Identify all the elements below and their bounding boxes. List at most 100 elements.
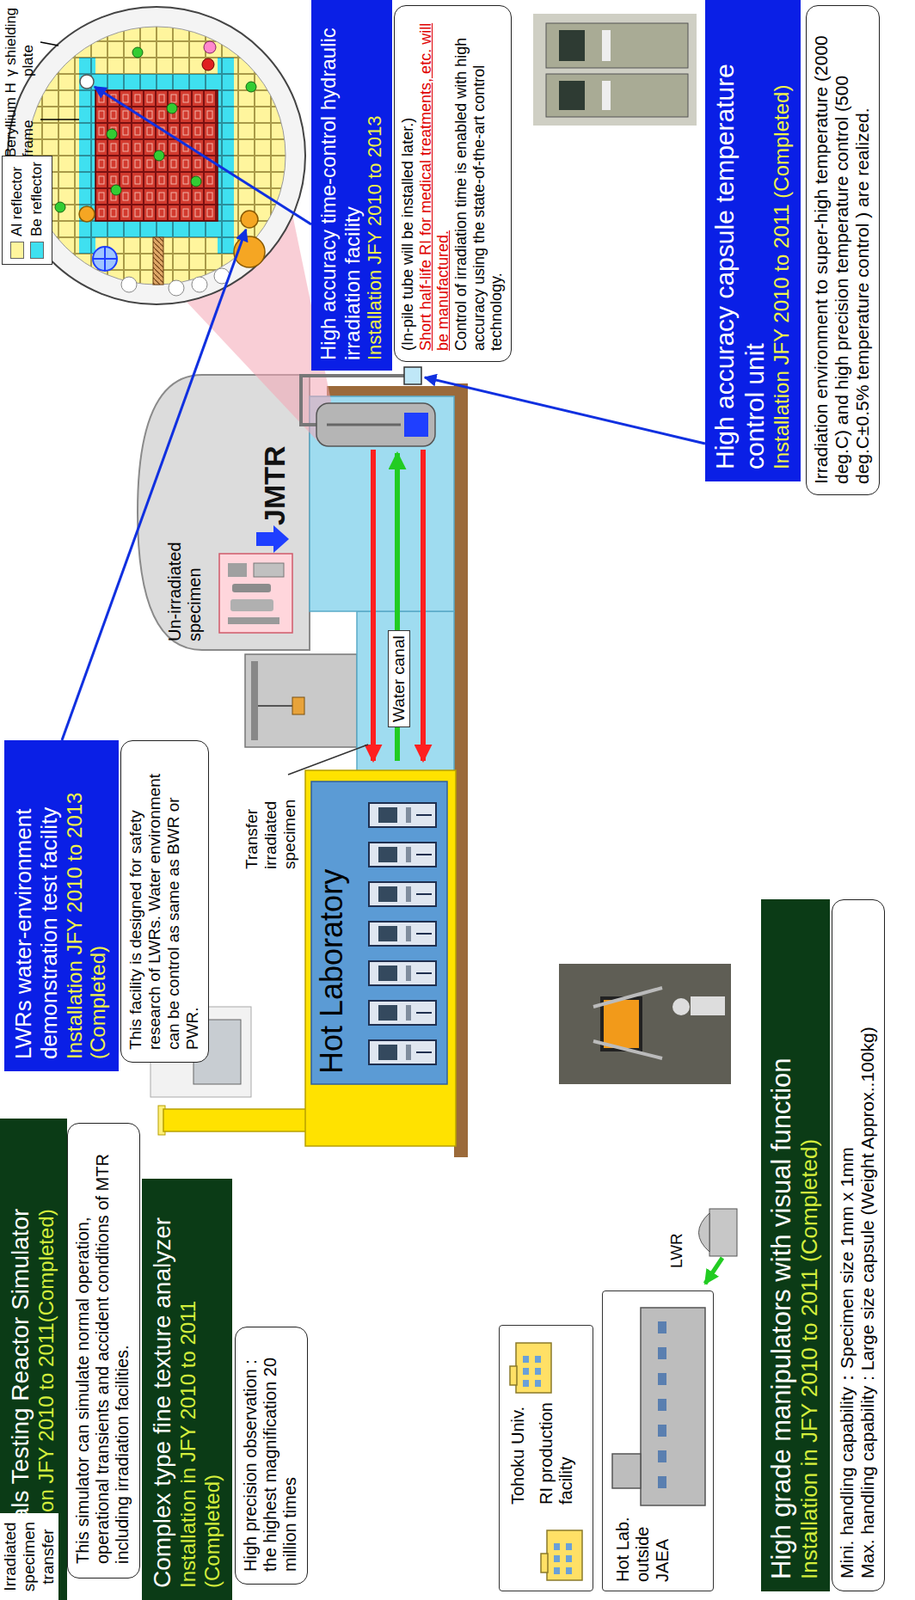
title-band: High grade manipulators with visual func… (761, 899, 830, 1592)
core-map-part (191, 276, 208, 293)
reactor-vessel-part (316, 403, 436, 447)
core-map-part (106, 128, 117, 140)
hot-laboratory-building-part (368, 1000, 437, 1026)
specimen-picture-part (230, 599, 274, 612)
note-box: (In-pile tube will be installed later.)S… (393, 5, 512, 363)
manipulator-photo-part (558, 964, 731, 1085)
core-map-part (92, 246, 117, 271)
legend-row: Al reflector (8, 161, 26, 259)
box-text: Hot Lab. outside JAEA (613, 1510, 673, 1583)
box-subtext: Installation JFY 2010 to 2013 (363, 8, 386, 361)
note-box: High precision observation : the highest… (234, 1326, 308, 1585)
reactor-vessel-part (404, 412, 429, 437)
specimen-picture-part (253, 563, 284, 578)
edge-label: Irradiated specimen transfer (0, 1513, 59, 1600)
building-icon-part (657, 1399, 667, 1412)
core-map-part (79, 74, 94, 89)
building-icon-part (657, 1347, 667, 1360)
building-icon-part (657, 1373, 667, 1386)
box-text: Mini. handling capability：Specimen size … (836, 910, 858, 1579)
hot-laboratory-building-part (368, 1040, 437, 1065)
box-subtext: Control of irradiation time is enabled w… (452, 14, 506, 351)
core-map-part (240, 210, 258, 228)
box-subtext: Installation JFY 2010 to 2013 (Completed… (62, 750, 111, 1060)
core-map-part (79, 73, 234, 91)
reactor-vessel-part (404, 367, 422, 385)
flow-label: Water canal (387, 630, 411, 728)
water-canal-part (309, 396, 455, 612)
leader-line-part (288, 744, 369, 775)
ground-part (326, 386, 468, 397)
part-label: γ shielding plate (2, 2, 37, 77)
core-map-part (132, 47, 143, 58)
note-box: Irradiation environment to super-high te… (805, 5, 880, 496)
box-text: Hot Laboratory (313, 777, 350, 1075)
legend-box: Al reflectorBe reflector (1, 155, 53, 265)
box-subtext: Max. handling capability : Large size ca… (857, 910, 879, 1579)
note-box: This facility is designed for safety res… (120, 740, 209, 1063)
specimen-picture (219, 525, 293, 633)
building-icon-part (612, 1454, 641, 1489)
facility-name: JMTR (257, 445, 292, 526)
control-unit-photo (533, 13, 697, 126)
hot-laboratory-building-part (368, 803, 437, 828)
hot-laboratory-building-part (163, 1109, 308, 1132)
canal-building-part (251, 661, 258, 741)
legend-swatch (10, 241, 25, 259)
building-icon-part (709, 1209, 737, 1257)
canal-building-part (257, 705, 293, 707)
box-text: High accuracy time-control hydraulic irr… (316, 8, 364, 361)
specimen-picture-part (219, 553, 293, 633)
specimen-picture-part (232, 583, 271, 593)
legend-text: Be reflector (28, 161, 46, 237)
building-icon-part (657, 1424, 667, 1437)
building-icon-part (657, 1321, 667, 1334)
building-icon-part (640, 1308, 706, 1506)
control-unit-photo-part (558, 80, 585, 111)
hot-laboratory-building-part (368, 961, 437, 986)
legend-swatch (30, 241, 44, 259)
manipulator-photo-part (593, 1041, 663, 1059)
leader-line-part (40, 42, 59, 46)
hot-laboratory-building-part (368, 882, 437, 907)
building-icon-part (705, 1258, 723, 1284)
manipulator-photo-part (690, 996, 725, 1016)
building: Hot Laboratory (305, 770, 456, 1147)
control-unit-photo-part (546, 23, 688, 68)
control-unit-photo-part (601, 80, 611, 111)
specimen-picture-part (227, 617, 280, 625)
reactor-vessel (300, 367, 436, 447)
building-icon-part (657, 1476, 667, 1489)
building-icon-part (540, 1530, 583, 1581)
box-subtext: Short half-life RI for medical treatment… (417, 14, 453, 351)
reactor-building (137, 374, 310, 651)
facility-box: High accuracy capsule temperature contro… (705, 0, 801, 482)
title-band: Complex type fine texture analyzerInstal… (141, 1179, 233, 1600)
building-icon-part (657, 1450, 667, 1463)
box-text: This facility is designed for safety res… (126, 751, 202, 1051)
facility-box: High accuracy time-control hydraulic irr… (311, 0, 393, 371)
box-text: (In-pile tube will be installed later.) (399, 14, 418, 351)
building-icon-part (509, 1343, 552, 1394)
destination-box: Tohoku Univ.RI production facility (498, 1325, 594, 1592)
core-map-part (168, 280, 185, 296)
control-unit-photo-part (546, 73, 688, 117)
destination-box: Hot Lab. outside JAEA (601, 1290, 714, 1592)
box-subtext: Installation in JFY 2010 to 2011 (Comple… (797, 909, 823, 1580)
reactor-building-part (137, 374, 310, 651)
note-box: Mini. handling capability：Specimen size … (831, 899, 885, 1592)
box-text: High accuracy capsule temperature contro… (710, 10, 770, 470)
part-label: LWR (667, 1233, 687, 1269)
facility-box: LWRs water-environment demonstration tes… (4, 740, 119, 1072)
core-map-part (153, 237, 164, 285)
core-map-part (203, 41, 216, 54)
canal-transfer-arrows (373, 449, 424, 762)
legend-row: Be reflector (28, 161, 46, 259)
core-map-part (245, 81, 257, 93)
leader-line-part (40, 118, 80, 121)
manipulator-photo-part (593, 988, 663, 1008)
box-subtext: RI production facility (536, 1393, 577, 1505)
control-unit-photo-part (558, 30, 585, 62)
box-subtext: Installation in JFY 2010 to 2011 (Comple… (176, 1189, 224, 1589)
